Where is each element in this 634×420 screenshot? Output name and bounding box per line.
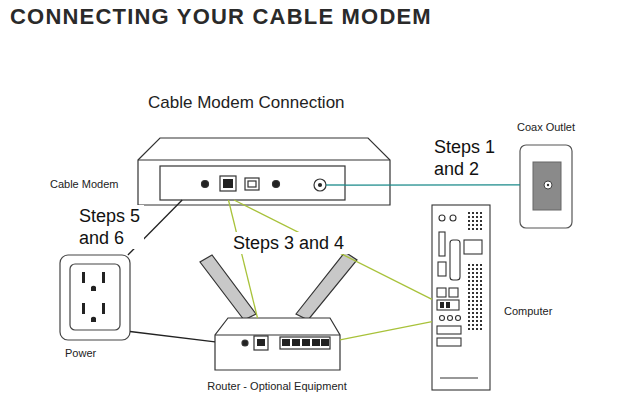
computer: Computer: [432, 205, 490, 390]
router: Router - Optional Equipment: [215, 318, 340, 370]
cable-line: [130, 332, 215, 342]
step-label: Steps 5 and 6: [78, 205, 144, 249]
device-label: Router - Optional Equipment: [207, 380, 346, 393]
power-outlet-drawing: [60, 255, 130, 340]
device-label: Coax Outlet: [517, 121, 575, 134]
cable-line: [228, 200, 257, 318]
cable-modem-drawing: [138, 138, 390, 205]
coax-outlet-drawing: [520, 145, 572, 228]
cable-line: [340, 322, 432, 340]
device-label: Computer: [504, 305, 552, 318]
cable-modem: Cable Modem: [160, 166, 345, 200]
page-title: CONNECTING YOUR CABLE MODEM: [10, 4, 432, 30]
device-label: Cable Modem: [50, 178, 118, 191]
step-label: Steps 3 and 4: [232, 232, 364, 254]
coax-outlet: Coax Outlet: [520, 145, 572, 228]
cable-line: [345, 184, 520, 185]
step-label: Steps 1 and 2: [433, 136, 507, 180]
device-label: Power: [65, 347, 96, 360]
coax-stub: [326, 184, 345, 185]
power-outlet: Power: [60, 255, 130, 340]
computer-tower-drawing: [432, 205, 490, 390]
diagram-subtitle: Cable Modem Connection: [148, 93, 345, 113]
router-drawing: [200, 252, 357, 370]
